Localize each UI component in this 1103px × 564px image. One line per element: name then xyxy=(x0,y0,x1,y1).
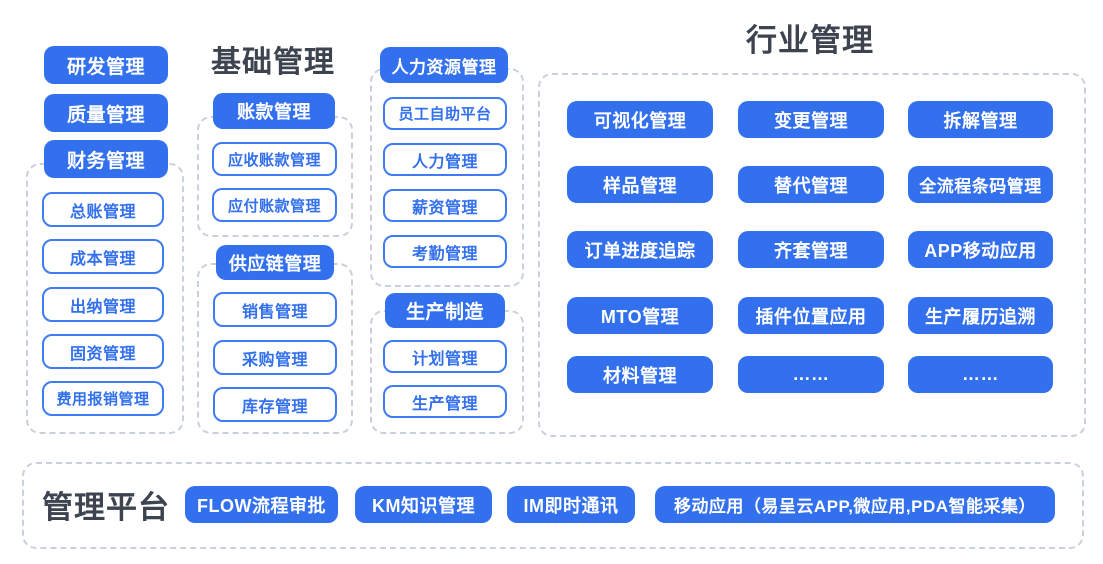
node-material-management: 材料管理 xyxy=(567,356,713,393)
node-accounts-receivable: 应收账款管理 xyxy=(212,142,337,176)
section-title-base-management: 基础管理 xyxy=(211,46,335,79)
node-full-barcode-management: 全流程条码管理 xyxy=(908,166,1053,203)
node-substitute-management: 替代管理 xyxy=(738,166,884,203)
node-rd-management: 研发管理 xyxy=(44,46,168,84)
node-kitting-management: 齐套管理 xyxy=(738,231,884,268)
node-cost-management: 成本管理 xyxy=(42,239,164,274)
node-production-history-trace: 生产履历追溯 xyxy=(908,297,1053,334)
node-ellipsis-1: …… xyxy=(738,356,884,393)
node-accounts-management: 账款管理 xyxy=(213,93,335,129)
node-sales-management: 销售管理 xyxy=(213,292,337,327)
node-visual-management: 可视化管理 xyxy=(567,101,713,138)
node-attendance-management: 考勤管理 xyxy=(383,235,507,268)
node-mobile-applications: 移动应用（易呈云APP,微应用,PDA智能采集） xyxy=(655,486,1055,523)
node-mto-management: MTO管理 xyxy=(567,297,713,334)
node-change-management: 变更管理 xyxy=(738,101,884,138)
node-fixed-assets: 固资管理 xyxy=(42,334,164,369)
node-plan-management: 计划管理 xyxy=(383,340,507,373)
node-cashier-management: 出纳管理 xyxy=(42,287,164,322)
node-im-instant-messaging: IM即时通讯 xyxy=(507,486,635,523)
node-payroll-management: 薪资管理 xyxy=(383,189,507,222)
node-inventory-management: 库存管理 xyxy=(213,387,337,422)
node-hr-management: 人力管理 xyxy=(383,143,507,176)
node-employee-self-service: 员工自助平台 xyxy=(383,97,507,130)
node-supply-chain-management: 供应链管理 xyxy=(216,245,334,280)
section-title-industry-management: 行业管理 xyxy=(746,22,874,58)
node-accounts-payable: 应付账款管理 xyxy=(212,188,337,222)
platform-group-box xyxy=(22,462,1084,549)
node-finance-management: 财务管理 xyxy=(44,140,168,178)
node-km-knowledge-management: KM知识管理 xyxy=(355,486,492,523)
node-expense-reimbursement: 费用报销管理 xyxy=(42,381,164,416)
node-quality-management: 质量管理 xyxy=(44,94,168,132)
node-sample-management: 样品管理 xyxy=(567,166,713,203)
node-flow-approval: FLOW流程审批 xyxy=(185,486,338,523)
node-production-management: 生产管理 xyxy=(383,385,507,418)
node-order-progress-tracking: 订单进度追踪 xyxy=(567,231,713,268)
node-plugin-position-application: 插件位置应用 xyxy=(738,297,884,334)
node-general-ledger: 总账管理 xyxy=(42,192,164,227)
section-title-management-platform: 管理平台 xyxy=(42,489,170,525)
node-disassembly-management: 拆解管理 xyxy=(908,101,1053,138)
industry-group-box xyxy=(538,73,1086,437)
node-hr-resources-management: 人力资源管理 xyxy=(380,47,508,83)
node-production-manufacturing: 生产制造 xyxy=(385,293,505,328)
node-procurement-management: 采购管理 xyxy=(213,340,337,375)
node-ellipsis-2: …… xyxy=(908,356,1053,393)
node-app-mobile-application: APP移动应用 xyxy=(908,231,1053,268)
